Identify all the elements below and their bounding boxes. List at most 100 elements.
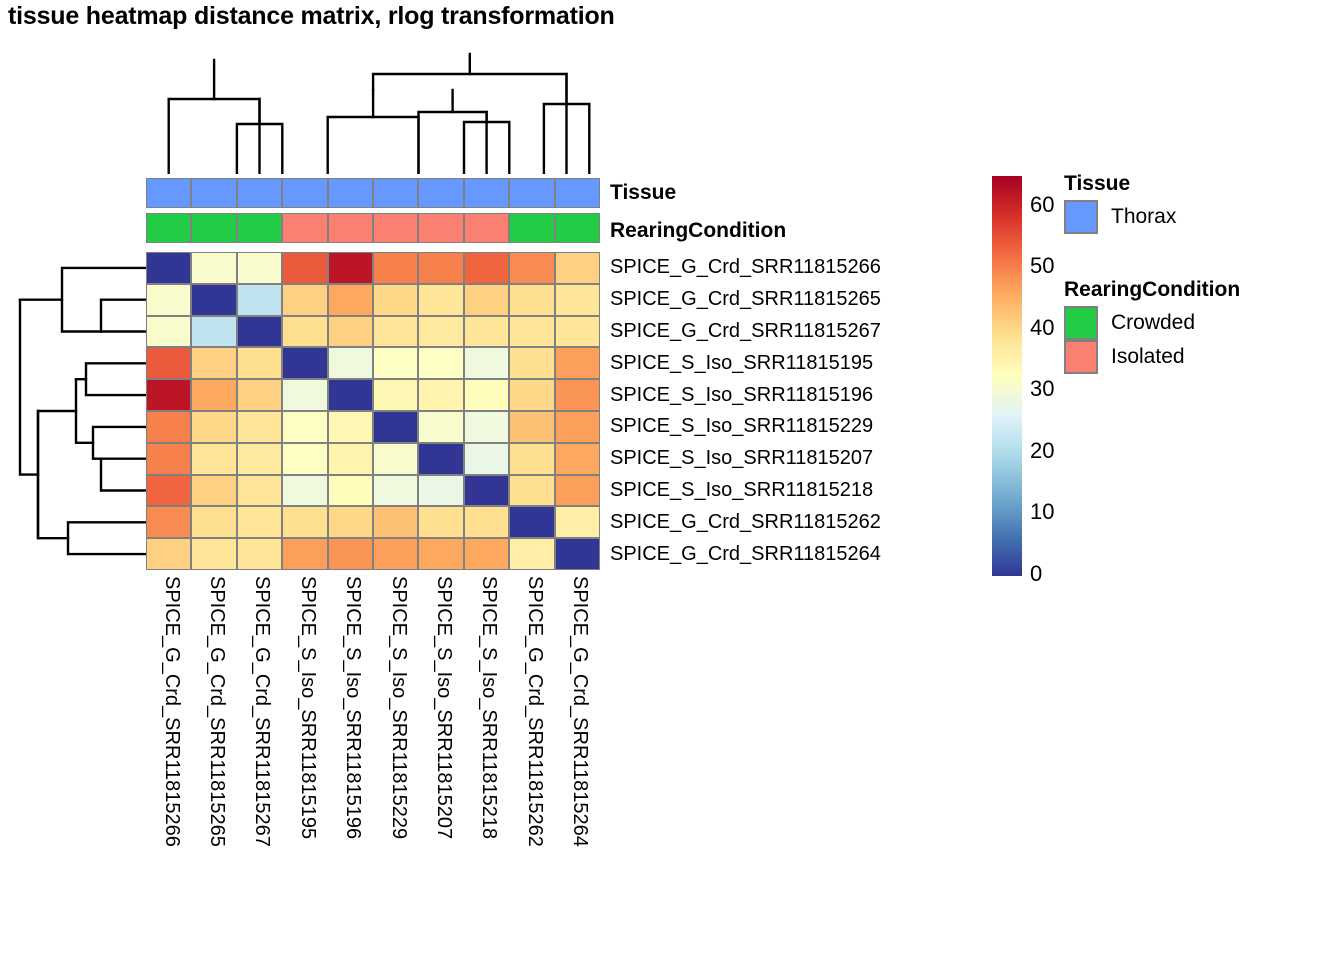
column-label-slot: SPICE_S_Iso_SRR11815229 xyxy=(373,572,418,957)
colorbar-tick-label: 30 xyxy=(1030,376,1055,402)
heatmap-cell xyxy=(418,442,464,475)
column-label-slot: SPICE_G_Crd_SRR11815262 xyxy=(509,572,554,957)
tissue-annotation-cell xyxy=(509,178,555,208)
heatmap-cell xyxy=(282,315,328,348)
colorbar-tick-label: 20 xyxy=(1030,437,1055,463)
rearing-annotation-cell xyxy=(463,213,510,243)
heatmap-cell xyxy=(373,252,419,284)
tissue-annotation-cell xyxy=(282,178,328,208)
heatmap-cell xyxy=(191,347,237,380)
heatmap-cell xyxy=(327,252,373,284)
heatmap-cell xyxy=(509,474,555,507)
heatmap-cell xyxy=(146,315,192,348)
heatmap-cell xyxy=(418,474,464,507)
column-label: SPICE_G_Crd_SRR11815267 xyxy=(251,576,274,847)
heatmap-cell xyxy=(327,442,373,475)
heatmap-cell xyxy=(236,252,283,284)
heatmap-cell xyxy=(509,379,555,411)
heatmap-cell xyxy=(373,410,419,443)
heatmap-cell xyxy=(373,442,419,475)
heatmap-cell xyxy=(146,506,192,539)
heatmap-cell xyxy=(463,410,510,443)
heatmap-cell xyxy=(509,506,555,539)
heatmap-cell xyxy=(282,283,328,316)
heatmap-cell xyxy=(418,506,464,539)
heatmap-cell xyxy=(236,538,283,570)
heatmap-cell xyxy=(327,538,373,570)
tissue-annotation-cell xyxy=(372,178,419,208)
heatmap-cell xyxy=(282,252,328,284)
column-label: SPICE_G_Crd_SRR11815264 xyxy=(569,576,592,847)
column-label-slot: SPICE_S_Iso_SRR11815196 xyxy=(328,572,373,957)
heatmap-cell xyxy=(463,315,510,348)
tissue-annotation-cell xyxy=(191,178,237,208)
heatmap-cell xyxy=(236,442,283,475)
heatmap-cell xyxy=(509,410,555,443)
heatmap-cell xyxy=(146,252,192,284)
rearing-annotation-cell xyxy=(509,213,555,243)
heatmap-cell xyxy=(463,474,510,507)
heatmap-cell xyxy=(509,315,555,348)
heatmap-column-labels: SPICE_G_Crd_SRR11815266 SPICE_G_Crd_SRR11… xyxy=(146,572,600,957)
annotation-bar-tissue xyxy=(146,178,600,208)
heatmap-cell xyxy=(554,252,600,284)
heatmap-cell xyxy=(554,379,600,411)
heatmap-cell xyxy=(373,315,419,348)
heatmap-cell xyxy=(282,474,328,507)
heatmap-cell xyxy=(282,410,328,443)
column-label: SPICE_S_Iso_SRR11815218 xyxy=(478,576,501,840)
column-label: SPICE_S_Iso_SRR11815196 xyxy=(342,576,365,840)
rearing-annotation-cell xyxy=(146,213,192,243)
heatmap-cell xyxy=(191,410,237,443)
legend-item[interactable]: Crowded xyxy=(1064,306,1240,340)
legend-item[interactable]: Thorax xyxy=(1064,200,1176,234)
heatmap-cell xyxy=(236,347,283,380)
row-label: SPICE_G_Crd_SRR11815266 xyxy=(610,256,881,279)
heatmap-cell xyxy=(236,410,283,443)
heatmap-cell xyxy=(282,347,328,380)
row-label: SPICE_S_Iso_SRR11815229 xyxy=(610,415,874,438)
annotation-bar-rearing-condition xyxy=(146,213,600,243)
legend-title: Tissue xyxy=(1064,172,1131,195)
row-label: SPICE_G_Crd_SRR11815264 xyxy=(610,542,881,565)
heatmap-cell xyxy=(554,474,600,507)
heatmap-cell xyxy=(146,410,192,443)
heatmap-cell xyxy=(146,538,192,570)
heatmap-cell xyxy=(327,474,373,507)
heatmap-cell xyxy=(282,379,328,411)
page-title: tissue heatmap distance matrix, rlog tra… xyxy=(8,2,615,30)
rearing-annotation-cell xyxy=(191,213,237,243)
colorbar-tick-label: 10 xyxy=(1030,499,1055,525)
rearing-annotation-cell xyxy=(327,213,373,243)
heatmap-cell xyxy=(146,442,192,475)
heatmap-cell xyxy=(327,379,373,411)
heatmap-cell xyxy=(327,506,373,539)
colorbar-gradient xyxy=(992,176,1022,576)
legend-item[interactable]: Isolated xyxy=(1064,340,1240,374)
heatmap-cell xyxy=(146,283,192,316)
column-label-slot: SPICE_G_Crd_SRR11815266 xyxy=(146,572,191,957)
heatmap-cell xyxy=(418,252,464,284)
row-label: SPICE_G_Crd_SRR11815262 xyxy=(610,510,881,533)
rearing-annotation-cell xyxy=(554,213,600,243)
heatmap-cell xyxy=(418,379,464,411)
column-label: SPICE_S_Iso_SRR11815229 xyxy=(387,576,410,840)
colorbar-tick-label: 40 xyxy=(1030,314,1055,340)
heatmap-cell xyxy=(236,379,283,411)
legend-swatch xyxy=(1064,306,1098,340)
legend-label: Isolated xyxy=(1111,345,1185,368)
heatmap-cell xyxy=(418,283,464,316)
heatmap-cell xyxy=(554,506,600,539)
tissue-annotation-cell xyxy=(554,178,600,208)
annotation-label-tissue: Tissue xyxy=(610,181,677,204)
heatmap-cell xyxy=(554,442,600,475)
heatmap-cell xyxy=(554,283,600,316)
tissue-annotation-cell xyxy=(236,178,283,208)
heatmap-cell xyxy=(327,283,373,316)
heatmap-cell xyxy=(509,538,555,570)
rearing-annotation-cell xyxy=(236,213,283,243)
heatmap-cell xyxy=(554,315,600,348)
heatmap-cell xyxy=(191,506,237,539)
